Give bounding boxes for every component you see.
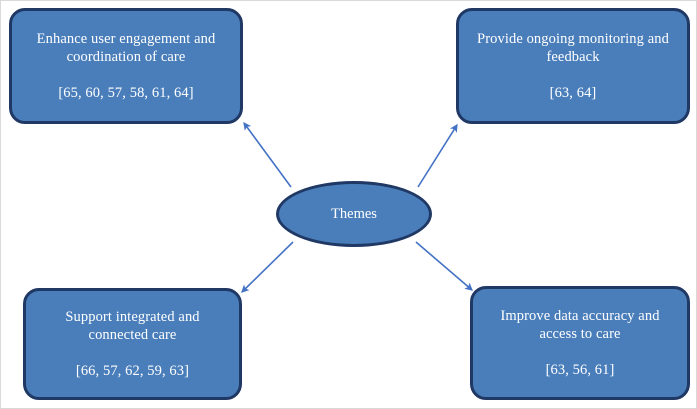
theme-node-title: Support integrated and connected care (65, 308, 200, 343)
theme-node-references: [63, 56, 61] (545, 362, 615, 379)
theme-node-top-right[interactable]: Provide ongoing monitoring and feedback … (456, 8, 690, 124)
theme-node-title: Provide ongoing monitoring and feedback (477, 30, 669, 65)
theme-node-references: [65, 60, 57, 58, 61, 64] (58, 85, 194, 102)
theme-node-references: [66, 57, 62, 59, 63] (75, 363, 190, 380)
theme-node-title: Improve data accuracy and access to care (500, 307, 660, 342)
connector-center-to-bottom-left (241, 241, 294, 293)
theme-node-title: Enhance user engagement and coordination… (36, 30, 216, 65)
theme-node-top-left[interactable]: Enhance user engagement and coordination… (9, 8, 243, 124)
connector-center-to-top-left (243, 121, 292, 188)
theme-node-references: [63, 64] (549, 85, 597, 102)
theme-node-bottom-left[interactable]: Support integrated and connected care [6… (23, 288, 242, 400)
center-node-themes[interactable]: Themes (276, 181, 432, 247)
connector-center-to-bottom-right (415, 241, 473, 291)
center-node-label: Themes (331, 205, 377, 222)
connector-center-to-top-right (417, 123, 458, 188)
theme-node-bottom-right[interactable]: Improve data accuracy and access to care… (470, 286, 690, 400)
